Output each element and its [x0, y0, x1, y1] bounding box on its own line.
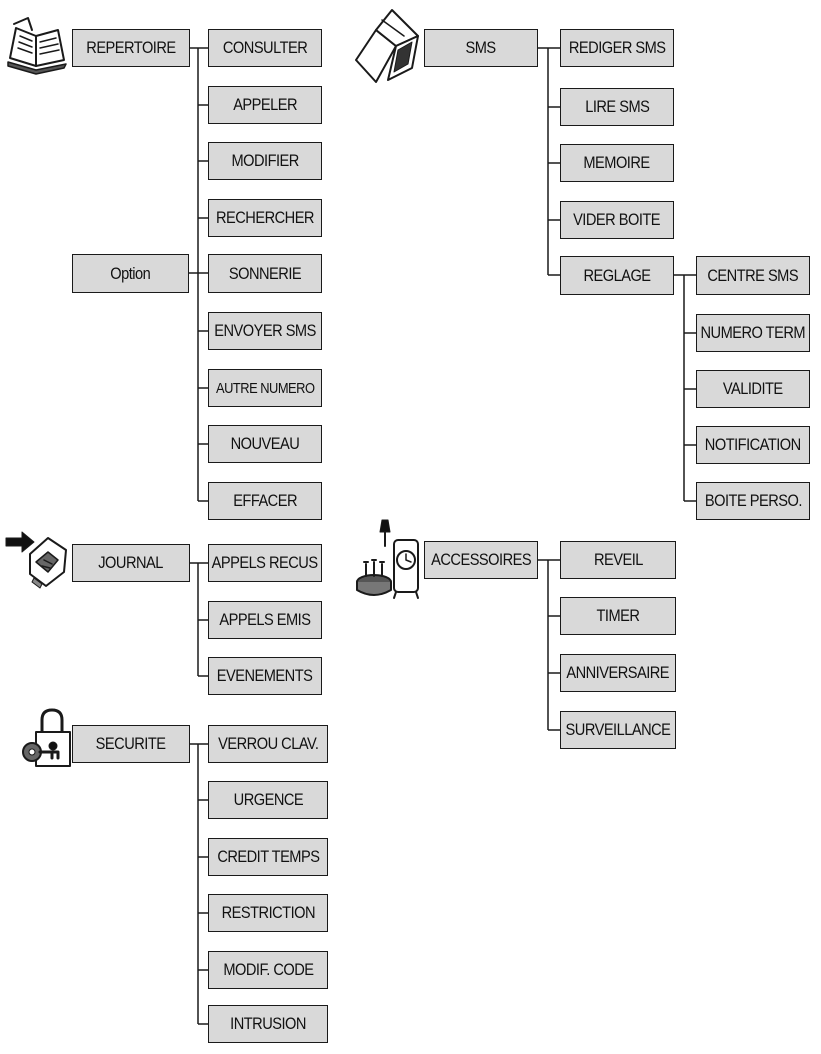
menu-item-evenements[interactable]: EVENEMENTS [208, 657, 322, 695]
menu-item-numero-term[interactable]: NUMERO TERM [696, 314, 810, 352]
menu-item-appels-recus[interactable]: APPELS RECUS [208, 544, 322, 582]
menu-item-memoire[interactable]: MEMOIRE [560, 144, 674, 182]
menu-box-repertoire[interactable]: REPERTOIRE [72, 29, 190, 67]
menu-item-centre-sms[interactable]: CENTRE SMS [696, 256, 810, 295]
menu-item-verrou-clav[interactable]: VERROU CLAV. [208, 725, 328, 763]
menu-item-intrusion[interactable]: INTRUSION [208, 1005, 328, 1043]
clock-cake-icon [354, 516, 426, 602]
menu-box-accessoires[interactable]: ACCESSOIRES [424, 541, 538, 579]
menu-item-boite-perso[interactable]: BOITE PERSO. [696, 482, 810, 520]
menu-item-envoyer-sms[interactable]: ENVOYER SMS [208, 312, 322, 350]
menu-item-lire-sms[interactable]: LIRE SMS [560, 88, 674, 126]
incoming-call-phone-icon [4, 524, 72, 592]
menu-box-journal[interactable]: JOURNAL [72, 544, 190, 582]
padlock-key-icon [18, 708, 74, 778]
menu-item-consulter[interactable]: CONSULTER [208, 29, 322, 67]
menu-item-sonnerie[interactable]: SONNERIE [208, 254, 322, 293]
menu-item-credit-temps[interactable]: CREDIT TEMPS [208, 838, 328, 876]
menu-item-rechercher[interactable]: RECHERCHER [208, 199, 322, 237]
menu-item-reglage[interactable]: REGLAGE [560, 256, 674, 295]
menu-box-option[interactable]: Option [72, 254, 189, 293]
menu-item-appeler[interactable]: APPELER [208, 86, 322, 124]
menu-box-sms[interactable]: SMS [424, 29, 538, 67]
menu-item-urgence[interactable]: URGENCE [208, 781, 328, 819]
menu-item-modifier[interactable]: MODIFIER [208, 142, 322, 180]
menu-box-securite[interactable]: SECURITE [72, 725, 190, 763]
open-book-icon [6, 14, 68, 76]
menu-item-restriction[interactable]: RESTRICTION [208, 894, 328, 932]
menu-item-timer[interactable]: TIMER [560, 597, 676, 635]
menu-item-effacer[interactable]: EFFACER [208, 482, 322, 520]
menu-item-modif-code[interactable]: MODIF. CODE [208, 951, 328, 989]
menu-item-surveillance[interactable]: SURVEILLANCE [560, 711, 676, 749]
menu-item-rediger-sms[interactable]: REDIGER SMS [560, 29, 674, 67]
menu-item-autre-numero[interactable]: AUTRE NUMERO [208, 369, 322, 407]
menu-item-validite[interactable]: VALIDITE [696, 370, 810, 408]
menu-item-appels-emis[interactable]: APPELS EMIS [208, 601, 322, 639]
menu-item-vider-boite[interactable]: VIDER BOITE [560, 201, 674, 239]
menu-item-notification[interactable]: NOTIFICATION [696, 426, 810, 464]
menu-item-anniversaire[interactable]: ANNIVERSAIRE [560, 654, 676, 692]
envelope-letters-icon [352, 6, 422, 96]
menu-item-nouveau[interactable]: NOUVEAU [208, 425, 322, 463]
menu-item-reveil[interactable]: REVEIL [560, 541, 676, 579]
